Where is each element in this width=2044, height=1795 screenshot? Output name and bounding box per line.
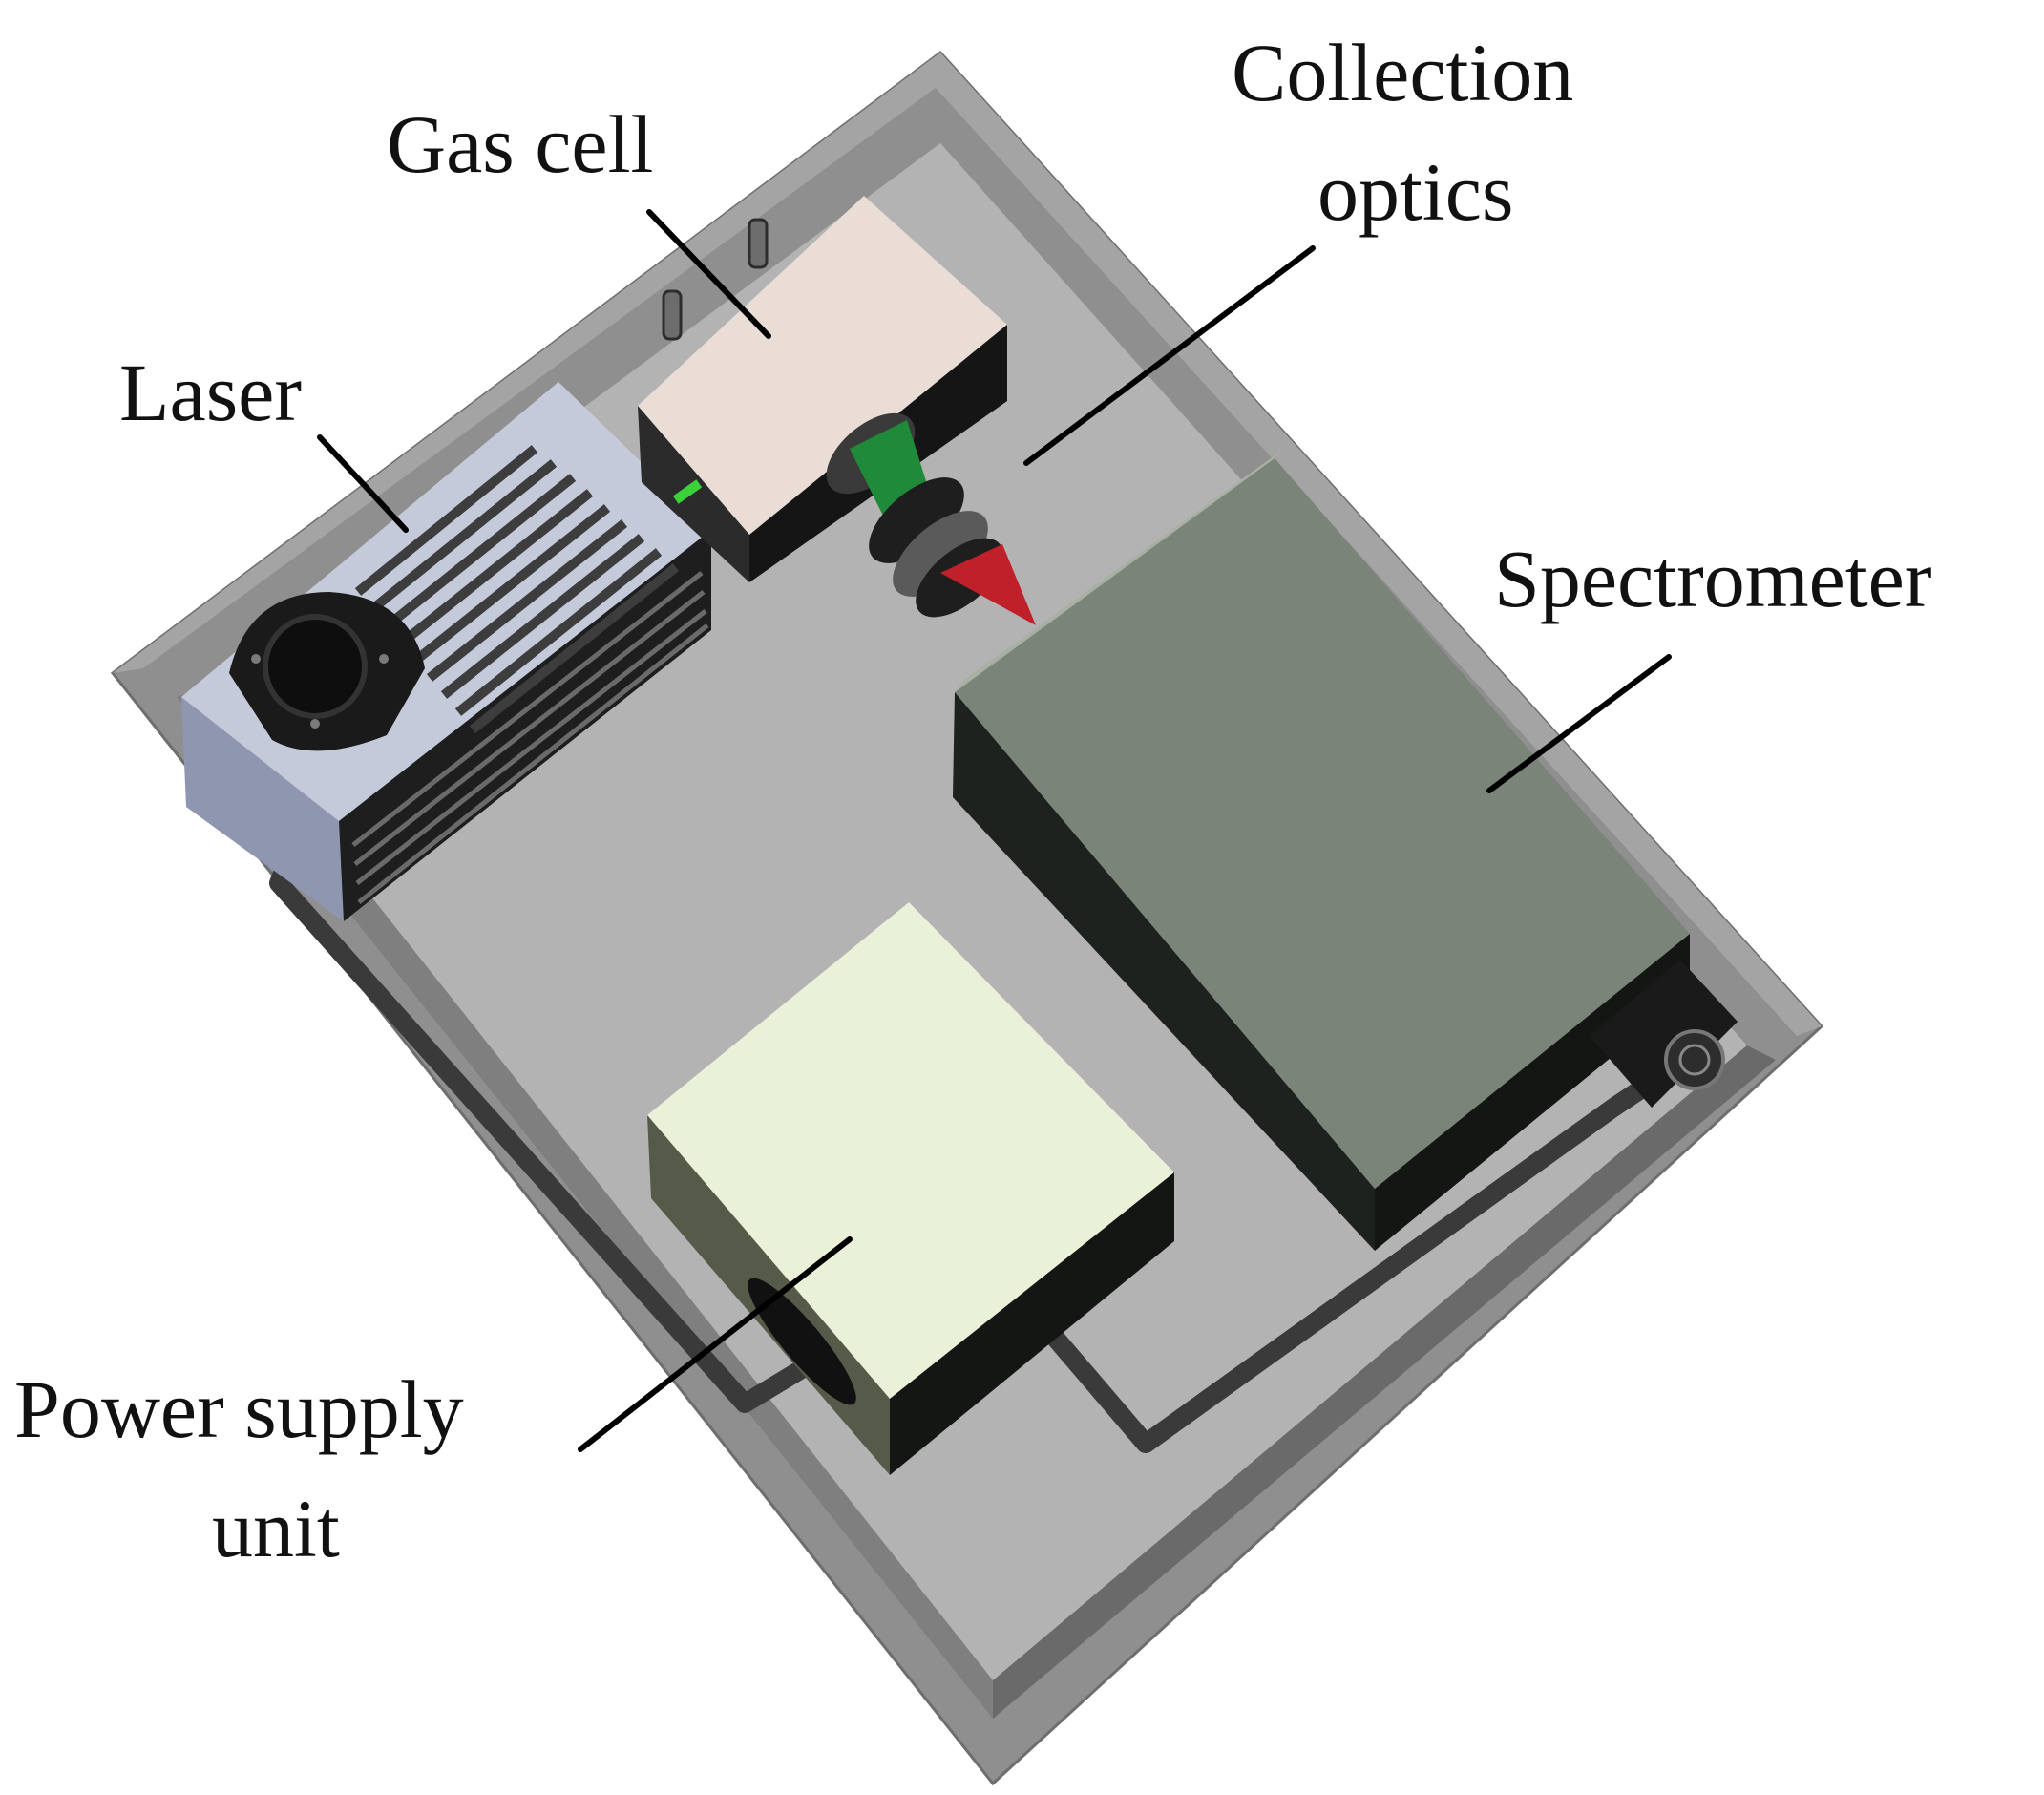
leader-laser	[317, 434, 409, 533]
spectrometer-left-face	[953, 692, 1375, 1251]
gas-cell-top-face	[638, 196, 1007, 535]
collection-optics	[826, 412, 1036, 625]
label-collection-optics-2: optics	[1317, 146, 1513, 238]
enclosure-inner-wall-left	[177, 687, 993, 1719]
label-collection-optics-1: Collection	[1232, 27, 1573, 118]
spectrometer-top-edge	[955, 449, 1284, 692]
laser-side-face	[181, 697, 344, 921]
fan-icon	[263, 614, 368, 719]
optics-lens-ring-2	[893, 511, 988, 597]
labels: Gas cell Collection optics Laser Spectro…	[14, 27, 1931, 1574]
power-supply-unit	[647, 902, 1174, 1475]
laser-fan	[229, 592, 425, 751]
psu-connector	[748, 1278, 856, 1405]
gas-cell-fittings	[662, 218, 769, 341]
leader-power-supply	[578, 1236, 853, 1452]
optics-red-cone	[940, 544, 1036, 625]
spectrometer-power-cable	[1041, 1079, 1652, 1453]
laser-heatsink-fins	[354, 445, 680, 733]
spectrometer-right-face	[1375, 934, 1690, 1251]
psu-top-face	[647, 902, 1174, 1399]
label-spectrometer: Spectrometer	[1494, 533, 1931, 624]
optics-lens-ring-1	[869, 477, 964, 563]
psu-right-face	[890, 1172, 1174, 1475]
spectrometer-top-face	[955, 458, 1690, 1189]
label-gas-cell: Gas cell	[387, 98, 653, 190]
connector-icon	[1664, 1029, 1725, 1090]
label-laser: Laser	[119, 347, 302, 438]
label-power-supply-1: Power supply	[14, 1363, 464, 1455]
laser-front-fins	[351, 571, 709, 904]
gas-cell-front-face	[638, 406, 749, 582]
laser-beam-indicator	[672, 479, 703, 504]
spectrometer	[953, 449, 1738, 1251]
enclosure-inner-wall-right	[993, 1045, 1776, 1719]
leader-lines	[317, 209, 1672, 1452]
leader-gas-cell	[646, 209, 771, 339]
leader-collection-optics	[1023, 245, 1316, 466]
label-power-supply-2: unit	[212, 1483, 340, 1574]
laser	[181, 382, 711, 921]
spectrometer-connector	[1590, 960, 1738, 1108]
leader-spectrometer	[1486, 654, 1672, 793]
